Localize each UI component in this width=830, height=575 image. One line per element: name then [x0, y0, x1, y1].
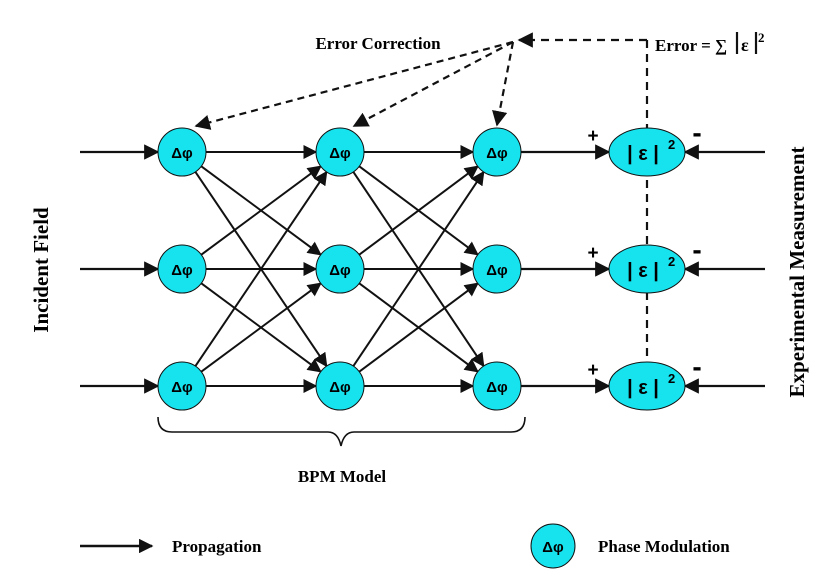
error-nodes: | ε | 2 + - | ε | 2 + - | ε | 2 + -: [587, 117, 702, 411]
phase-node-label: Δφ: [329, 145, 351, 162]
phase-node-c1-r2: Δφ: [157, 244, 207, 294]
bpm-brace: [157, 416, 526, 447]
error-formula-prefix: Error = ∑: [655, 36, 727, 55]
error-feedback-lines: [194, 32, 649, 362]
propagation-edge-c1-r3-to-r1: [194, 170, 328, 367]
incident-field-label: Incident Field: [29, 207, 53, 333]
error-formula-exp: 2: [758, 30, 765, 45]
phase-node-circle: [315, 361, 365, 411]
error-formula: Error = ∑ ε 2: [655, 30, 765, 55]
phase-node-circle: [157, 361, 207, 411]
error-node-label: | ε |: [627, 143, 659, 165]
error-node-row-2: | ε | 2 + -: [587, 234, 702, 294]
minus-sign: -: [692, 234, 701, 265]
phase-node-label: Δφ: [486, 145, 508, 162]
legend: Propagation Δφ Phase Modulation: [80, 523, 730, 569]
phase-node-c2-r1: Δφ: [315, 127, 365, 177]
phase-node-c3-r3: Δφ: [472, 361, 522, 411]
feedback-arrow-node-3: [492, 41, 515, 127]
error-node-label: | ε |: [627, 260, 659, 282]
phase-node-label: Δφ: [171, 379, 193, 396]
propagation-edges: [80, 144, 765, 394]
error-correction-label: Error Correction: [315, 34, 441, 53]
phase-node-label: Δφ: [329, 262, 351, 279]
error-node-exponent: 2: [668, 371, 675, 386]
phase-node-c1-r3: Δφ: [157, 361, 207, 411]
error-node-exponent: 2: [668, 137, 675, 152]
error-node-row-3: | ε | 2 + -: [587, 351, 702, 411]
propagation-edge-c1-r3-to-r2: [200, 282, 322, 373]
error-node-ellipse: [608, 361, 686, 411]
phase-node-c2-r2: Δφ: [315, 244, 365, 294]
phase-node-circle: [157, 244, 207, 294]
propagation-edge-c2-r2-to-r1: [358, 165, 479, 256]
error-node-row-1: | ε | 2 + -: [587, 117, 702, 177]
experimental-measurement-label: Experimental Measurement: [785, 147, 809, 398]
phase-node-c2-r3: Δφ: [315, 361, 365, 411]
legend-propagation-label: Propagation: [172, 537, 262, 556]
legend-phase-modulation-label: Phase Modulation: [598, 537, 730, 556]
propagation-edge-c1-r2-to-r1: [200, 165, 322, 256]
phase-node-circle: [472, 127, 522, 177]
phase-node-c3-r2: Δφ: [472, 244, 522, 294]
propagation-edge-c2-r3-to-r2: [358, 282, 479, 373]
phase-node-circle: [315, 127, 365, 177]
phase-node-c3-r1: Δφ: [472, 127, 522, 177]
error-formula-eps: ε: [741, 35, 749, 55]
plus-sign: +: [587, 243, 598, 264]
phase-node-circle: [157, 127, 207, 177]
minus-sign: -: [692, 117, 701, 148]
bpm-model-label: BPM Model: [298, 467, 387, 486]
minus-sign: -: [692, 351, 701, 382]
error-node-exponent: 2: [668, 254, 675, 269]
phase-node-label: Δφ: [171, 145, 193, 162]
phase-node-circle: [472, 244, 522, 294]
feedback-arrow-node-1: [194, 40, 514, 130]
phase-node-label: Δφ: [486, 379, 508, 396]
legend-phase-symbol: Δφ: [542, 539, 564, 556]
phase-node-circle: [472, 361, 522, 411]
phase-node-label: Δφ: [329, 379, 351, 396]
plus-sign: +: [587, 360, 598, 381]
feedback-arrow-node-2: [352, 41, 514, 127]
error-node-ellipse: [608, 127, 686, 177]
error-node-label: | ε |: [627, 377, 659, 399]
phase-node-circle: [315, 244, 365, 294]
phase-node-label: Δφ: [171, 262, 193, 279]
legend-phase-node: [530, 523, 576, 569]
propagation-edge-c2-r3-to-r1: [352, 170, 485, 367]
plus-sign: +: [587, 126, 598, 147]
phase-node-c1-r1: Δφ: [157, 127, 207, 177]
phase-node-label: Δφ: [486, 262, 508, 279]
error-node-ellipse: [608, 244, 686, 294]
